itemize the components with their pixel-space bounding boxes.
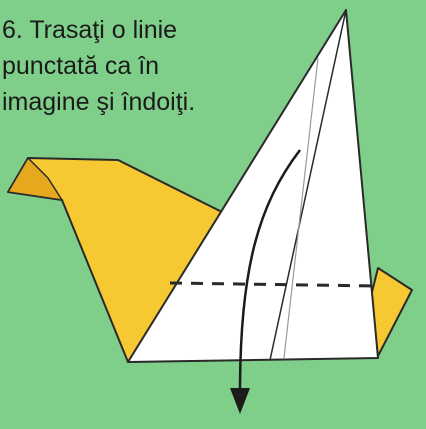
fold-arrow-path [238,149,301,393]
origami-fold-line-inner [269,9,347,361]
dashed-fold-line [169,281,379,288]
instruction-text: 6. Trasaţi o linie punctată ca în imagin… [2,12,252,120]
origami-fold-line-inner-2 [283,57,319,359]
arrow-down-icon [230,388,250,414]
origami-tail-fold [7,157,63,201]
instruction-line-3: imagine şi îndoiţi. [2,88,196,116]
instruction-line-1: 6. Trasaţi o linie [2,16,178,44]
instruction-line-2: punctată ca în [2,52,160,80]
origami-body [127,9,379,363]
